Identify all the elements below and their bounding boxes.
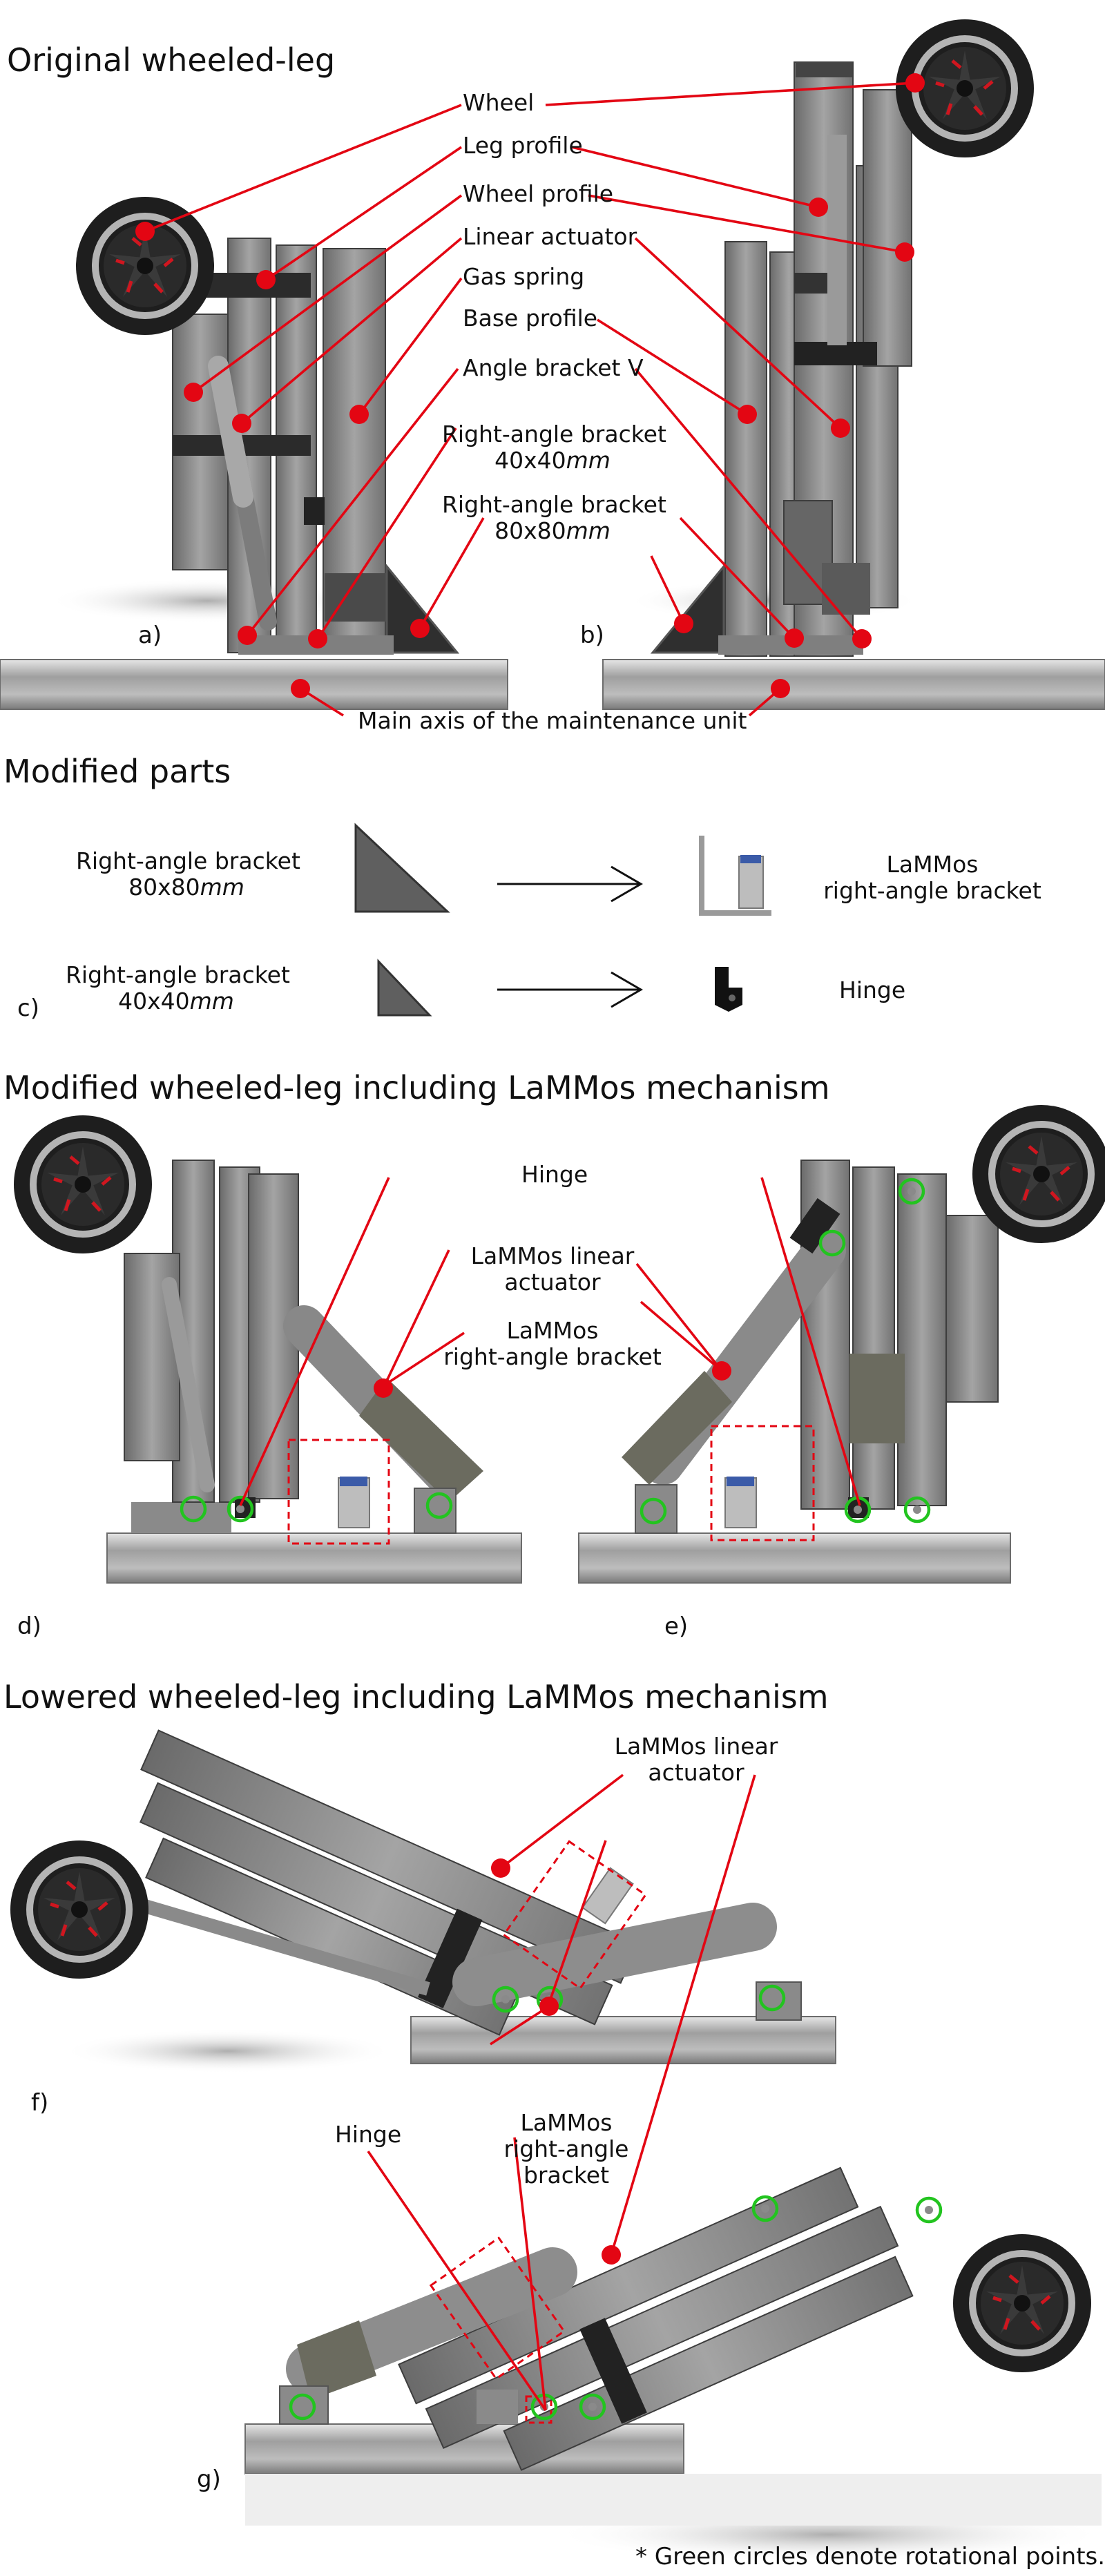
- g-bracket-line1: LaMMos: [520, 2109, 613, 2136]
- parts-lammos-line1: LaMMos: [886, 851, 979, 878]
- parts-label-bracket-80: Right-angle bracket 80x80mm: [76, 847, 300, 901]
- d-e-actuator-line2: actuator: [504, 1269, 601, 1296]
- g-label-bracket: LaMMos right-angle bracket: [456, 2110, 677, 2189]
- g-bracket-line3: bracket: [523, 2162, 610, 2189]
- g-label-hinge: Hinge: [335, 2121, 402, 2148]
- d-e-label-hinge: Hinge: [521, 1161, 588, 1188]
- parts-bracket-80-line1: Right-angle bracket: [76, 847, 300, 874]
- panel-letter-d: d): [17, 1613, 41, 1640]
- panel-e-drawing: [578, 1105, 1105, 1584]
- label-wheel-profile: Wheel profile: [463, 180, 614, 207]
- parts-label-bracket-40: Right-angle bracket 40x40mm: [66, 961, 290, 1015]
- label-bracket-80-line1: Right-angle bracket: [442, 491, 666, 518]
- f-actuator-line2: actuator: [648, 1759, 744, 1786]
- panel-c-drawing: [354, 823, 771, 1017]
- label-base-profile: Base profile: [463, 305, 598, 331]
- section-title-lowered-leg: Lowered wheeled-leg including LaMMos mec…: [3, 1678, 829, 1715]
- section-title-original: Original wheeled-leg: [7, 41, 336, 79]
- parts-bracket-80-line2: 80x80mm: [128, 874, 244, 901]
- d-e-actuator-line1: LaMMos linear: [470, 1242, 635, 1269]
- panel-b-drawing: [628, 19, 1034, 657]
- section-title-modified-leg: Modified wheeled-leg including LaMMos me…: [3, 1069, 830, 1106]
- annotation-dots-original: [135, 73, 925, 698]
- annotation-dots-f-g: [491, 1858, 621, 2265]
- d-e-bracket-line1: LaMMos: [506, 1317, 599, 1344]
- label-gas-spring: Gas spring: [463, 263, 585, 290]
- f-label-actuator: LaMMos linear actuator: [586, 1733, 807, 1786]
- main-axis-rail-left: [0, 659, 508, 710]
- panel-letter-e: e): [664, 1613, 689, 1640]
- label-main-axis: Main axis of the maintenance unit: [358, 707, 747, 734]
- parts-bracket-40-line2: 40x40mm: [118, 988, 234, 1015]
- d-e-label-actuator: LaMMos linear actuator: [442, 1243, 663, 1296]
- section-title-modified-parts: Modified parts: [3, 753, 231, 790]
- g-bracket-line2: right-angle: [503, 2135, 629, 2162]
- label-bracket-80: Right-angle bracket 80x80mm: [442, 491, 666, 544]
- annotation-leaders-f-g: [367, 1774, 756, 2412]
- parts-label-lammos-bracket: LaMMos right-angle bracket: [822, 852, 1043, 904]
- panel-letter-c: c): [17, 994, 39, 1022]
- label-linear-actuator: Linear actuator: [463, 223, 637, 250]
- label-bracket-40-line1: Right-angle bracket: [442, 421, 666, 448]
- parts-bracket-40-line1: Right-angle bracket: [66, 961, 290, 988]
- annotation-leaders-original: [144, 81, 916, 717]
- label-leg-profile: Leg profile: [463, 132, 583, 159]
- footnote: * Green circles denote rotational points…: [635, 2543, 1105, 2570]
- panel-letter-f: f): [31, 2089, 49, 2117]
- label-wheel: Wheel: [463, 89, 535, 116]
- annotation-dots-d-e: [374, 1361, 731, 1398]
- panel-g-drawing: [244, 2166, 1105, 2562]
- panel-letter-g: g): [197, 2466, 221, 2493]
- d-e-label-bracket: LaMMos right-angle bracket: [442, 1318, 663, 1370]
- parts-label-hinge: Hinge: [839, 977, 906, 1003]
- main-axis-rail-right: [602, 659, 1105, 710]
- f-actuator-line1: LaMMos linear: [614, 1733, 778, 1760]
- panel-letter-b: b): [580, 622, 604, 649]
- panel-a-drawing: [48, 197, 460, 655]
- annotation-leaders-d-e: [239, 1177, 861, 1506]
- label-bracket-80-line2: 80x80mm: [494, 517, 611, 544]
- label-bracket-40-line2: 40x40mm: [494, 447, 611, 474]
- label-angle-bracket-v: Angle bracket V: [463, 354, 644, 381]
- panel-letter-a: a): [138, 622, 162, 649]
- label-bracket-40: Right-angle bracket 40x40mm: [442, 421, 666, 474]
- d-e-bracket-line2: right-angle bracket: [443, 1343, 662, 1370]
- parts-lammos-line2: right-angle bracket: [823, 877, 1041, 904]
